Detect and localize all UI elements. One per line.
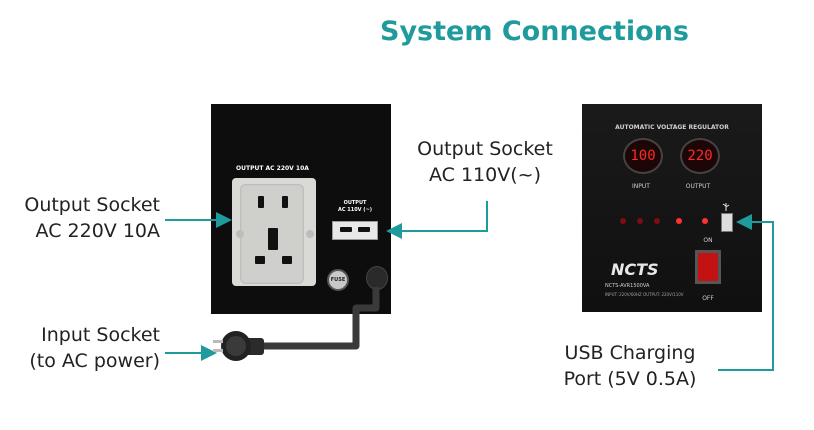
status-led bbox=[654, 218, 660, 224]
usb-port bbox=[721, 213, 733, 232]
status-led bbox=[620, 218, 626, 224]
page-title: System Connections bbox=[380, 16, 689, 47]
callout-usb-line2: Port (5V 0.5A) bbox=[563, 368, 697, 390]
socket-slot bbox=[282, 196, 288, 208]
output-110-label-line1: OUTPUT bbox=[343, 200, 367, 206]
output-110-socket bbox=[332, 221, 378, 240]
status-led bbox=[637, 218, 643, 224]
arrow-icon bbox=[386, 201, 488, 239]
brand-logo: NCTS bbox=[611, 260, 659, 279]
spec-label: INPUT: 220V/60HZ OUTPUT: 220V/110V bbox=[605, 292, 684, 297]
socket-slot bbox=[358, 227, 370, 232]
socket-slot bbox=[282, 256, 292, 264]
output-220-socket-label: OUTPUT AC 220V 10A bbox=[236, 165, 309, 172]
switch-off-label: OFF bbox=[702, 295, 714, 302]
front-panel-title: AUTOMATIC VOLTAGE REGULATOR bbox=[615, 124, 729, 131]
callout-output-220-line1: Output Socket bbox=[24, 194, 160, 216]
model-label: NCTS-AVR1500VA bbox=[605, 283, 650, 289]
output-110-label-line2: AC 110V (~) bbox=[337, 207, 373, 213]
socket-slot bbox=[340, 227, 352, 232]
switch-on-label: ON bbox=[703, 237, 713, 244]
fuse-holder: FUSE bbox=[327, 269, 349, 291]
callout-input-line1: Input Socket bbox=[41, 324, 160, 346]
callout-usb-line1: USB Charging bbox=[564, 342, 696, 364]
socket-slot bbox=[258, 196, 264, 208]
screw-icon bbox=[236, 230, 244, 238]
output-display-label: OUTPUT bbox=[685, 183, 711, 190]
plug-icon bbox=[213, 331, 264, 361]
arrow-icon bbox=[718, 214, 774, 371]
callout-usb: USB Charging Port (5V 0.5A) bbox=[550, 340, 710, 392]
callout-output-110-line2: AC 110V(~) bbox=[429, 164, 541, 186]
callout-output-220-line2: AC 220V 10A bbox=[35, 220, 160, 242]
power-cord bbox=[262, 287, 380, 350]
callout-input: Input Socket (to AC power) bbox=[0, 322, 160, 374]
usb-icon bbox=[722, 203, 730, 211]
output-voltage-display: 220 bbox=[680, 138, 720, 174]
front-panel bbox=[582, 104, 762, 312]
power-switch bbox=[695, 250, 721, 284]
callout-input-line2: (to AC power) bbox=[29, 350, 160, 372]
input-display-label: INPUT bbox=[632, 183, 650, 190]
callout-output-110: Output Socket AC 110V(~) bbox=[400, 136, 570, 188]
input-voltage-display: 100 bbox=[623, 138, 663, 174]
socket-slot bbox=[268, 228, 278, 250]
callout-output-220: Output Socket AC 220V 10A bbox=[0, 192, 160, 244]
callout-output-110-line1: Output Socket bbox=[417, 138, 553, 160]
status-led bbox=[702, 218, 708, 224]
status-led bbox=[676, 218, 682, 224]
socket-slot bbox=[255, 256, 265, 264]
screw-icon bbox=[306, 230, 314, 238]
output-110-socket-label: OUTPUT AC 110V (~) bbox=[330, 200, 380, 214]
